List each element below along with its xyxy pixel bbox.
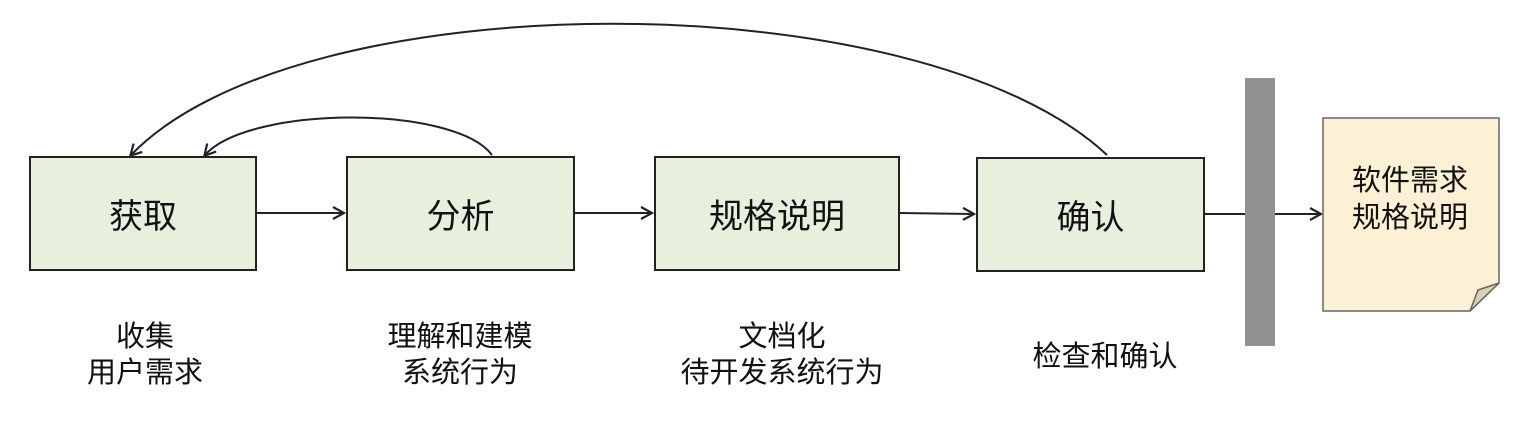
caption-validate: 检查和确认 [990,338,1220,374]
stage-label-specify: 规格说明 [709,197,845,237]
stage-box-analyze: 分析 [346,156,575,271]
caption-acquire-line-2: 用户需求 [86,355,203,389]
document-folded-corner [1469,282,1500,312]
caption-analyze: 理解和建模 系统行为 [355,318,565,390]
feedback-arc-validate-to-acquire [131,22,1108,155]
output-document-title: 软件需求 规格说明 [1330,162,1490,236]
caption-specify-line-2: 待开发系统行为 [680,355,884,389]
arrow-spec-to-validate [899,213,973,214]
caption-acquire-line-1: 收集 [115,319,174,353]
stage-label-acquire: 获取 [109,197,177,237]
output-document-line-2: 规格说明 [1351,200,1468,234]
stage-box-acquire: 获取 [29,156,257,271]
caption-specify: 文档化 待开发系统行为 [652,318,912,390]
caption-specify-line-1: 文档化 [738,319,826,353]
baseline-barrier [1245,78,1275,346]
caption-validate-line-1: 检查和确认 [1032,339,1178,373]
feedback-arc-analyze-to-acquire [205,116,493,156]
caption-analyze-line-1: 理解和建模 [387,319,533,353]
output-document-line-1: 软件需求 [1351,163,1468,197]
stage-box-specify: 规格说明 [654,156,900,271]
stage-label-validate: 确认 [1056,198,1125,238]
caption-analyze-line-2: 系统行为 [401,355,518,389]
stage-box-validate: 确认 [976,157,1205,272]
stage-label-analyze: 分析 [426,197,495,237]
caption-acquire: 收集 用户需求 [40,318,250,390]
